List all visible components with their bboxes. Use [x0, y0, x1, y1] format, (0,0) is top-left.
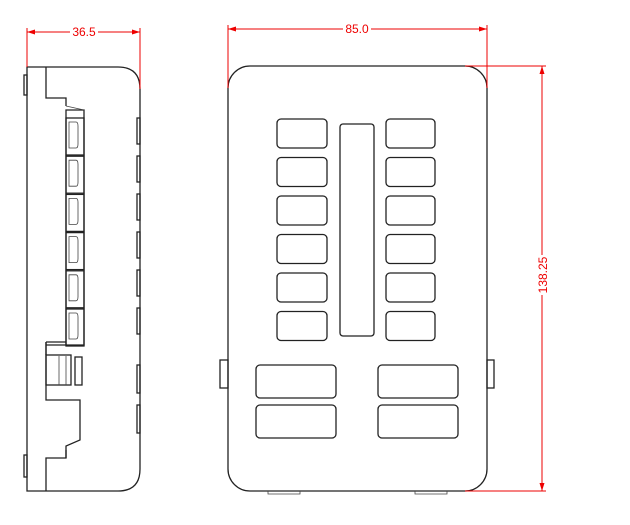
- front-button-left: [276, 118, 328, 149]
- side-tab: [136, 364, 141, 394]
- front-button-right: [385, 118, 436, 149]
- front-width-label: 85.0: [345, 22, 369, 36]
- side-port: [65, 155, 85, 194]
- side-port: [65, 308, 85, 347]
- side-width-label: 36.5: [72, 25, 96, 39]
- side-tab: [136, 155, 141, 183]
- side-tab: [136, 307, 141, 335]
- front-button-right: [385, 233, 436, 265]
- side-port: [65, 231, 85, 271]
- side-tab: [136, 404, 141, 434]
- front-button-left: [276, 195, 328, 226]
- side-port: [65, 270, 85, 309]
- side-port-inner: [68, 159, 79, 187]
- side-tab: [136, 193, 141, 221]
- front-button-right: [385, 156, 436, 188]
- front-button-left: [276, 233, 328, 265]
- front-height-label: 138.25: [536, 256, 550, 293]
- dimension-side-width: 36.5: [26, 25, 141, 89]
- side-tab: [136, 117, 141, 145]
- side-view: [23, 66, 141, 492]
- side-port-inner: [68, 198, 79, 225]
- side-port-inner: [68, 236, 79, 263]
- side-port-inner: [68, 312, 79, 340]
- front-button-right: [385, 272, 436, 303]
- side-port-inner: [68, 274, 79, 302]
- side-port: [65, 193, 85, 233]
- side-tab: [136, 231, 141, 259]
- front-button-left: [276, 156, 328, 188]
- front-button-right: [385, 310, 436, 342]
- side-tab: [136, 269, 141, 297]
- front-button-right: [385, 195, 436, 226]
- front-button-left: [276, 272, 328, 303]
- front-button-left: [276, 310, 328, 342]
- side-port-inner: [68, 121, 79, 149]
- front-view: [219, 65, 495, 495]
- dimension-front-height: 138.25: [465, 65, 550, 492]
- dimension-front-width: 85.0: [227, 22, 488, 88]
- side-port: [65, 117, 85, 156]
